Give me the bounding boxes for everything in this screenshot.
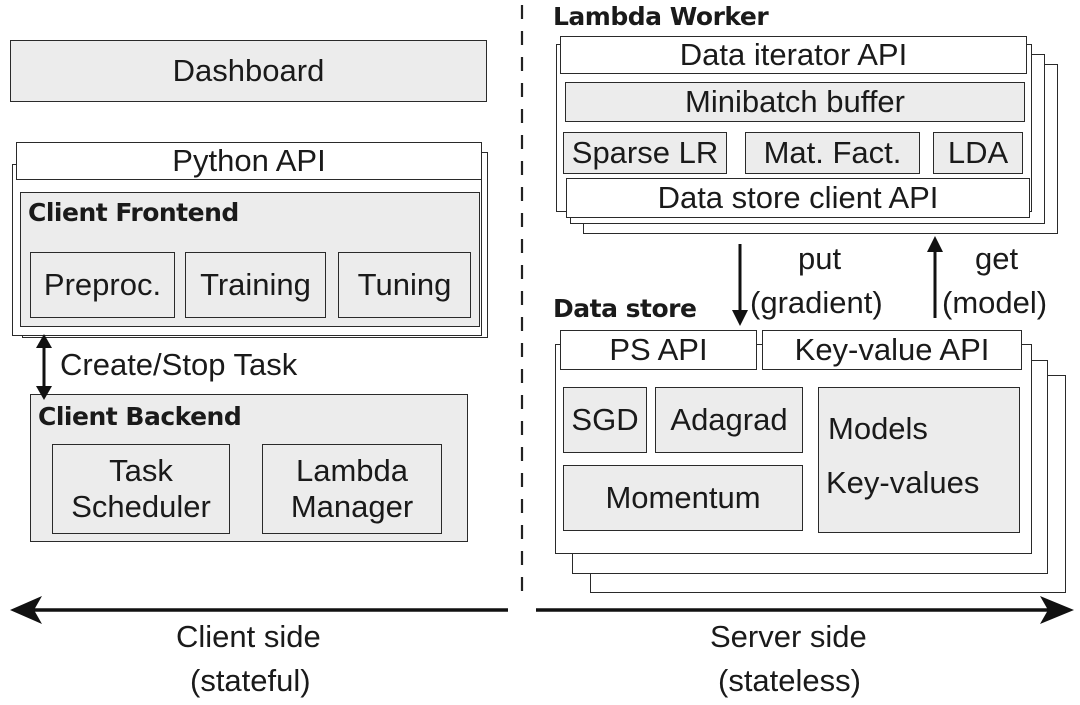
- models-label: Models: [828, 411, 928, 446]
- create-stop-arrowhead-down: [36, 386, 52, 400]
- lambda-manager-line2: Manager: [290, 489, 414, 524]
- get-label: get: [975, 241, 1019, 276]
- lambda-manager-module: Lambda Manager: [262, 444, 442, 534]
- server-side-arrowhead: [1040, 596, 1074, 624]
- minibatch-buffer-label: Minibatch buffer: [685, 84, 905, 120]
- preproc-module: Preproc.: [30, 252, 175, 318]
- put-arrowhead: [732, 310, 748, 326]
- mat-fact-module: Mat. Fact.: [745, 132, 920, 174]
- ps-api-box: PS API: [560, 330, 757, 370]
- client-backend-title: Client Backend: [38, 402, 242, 431]
- data-iterator-api-box: Data iterator API: [560, 36, 1027, 74]
- lda-label: LDA: [947, 135, 1009, 171]
- data-store-client-api-label: Data store client API: [657, 180, 939, 216]
- python-api-box: Python API: [16, 142, 482, 180]
- server-stateless-label: (stateless): [718, 663, 861, 698]
- server-side-label: Server side: [710, 619, 867, 654]
- momentum-label: Momentum: [605, 480, 761, 516]
- create-stop-task-label: Create/Stop Task: [60, 347, 298, 382]
- python-api-label: Python API: [172, 143, 326, 179]
- ps-api-label: PS API: [609, 332, 708, 368]
- models-keyvalues-box: [818, 387, 1020, 533]
- preproc-label: Preproc.: [43, 267, 162, 303]
- lda-module: LDA: [933, 132, 1023, 174]
- sparse-lr-module: Sparse LR: [563, 132, 727, 174]
- training-label: Training: [200, 267, 311, 303]
- sgd-module: SGD: [563, 387, 647, 453]
- training-module: Training: [185, 252, 326, 318]
- minibatch-buffer-box: Minibatch buffer: [565, 82, 1025, 122]
- key-values-label: Key-values: [826, 465, 980, 500]
- dashboard-box: Dashboard: [10, 40, 487, 102]
- tuning-label: Tuning: [357, 267, 452, 303]
- adagrad-module: Adagrad: [655, 387, 803, 453]
- lambda-manager-line1: Lambda: [295, 453, 409, 489]
- key-value-api-box: Key-value API: [762, 330, 1022, 370]
- client-frontend-title: Client Frontend: [28, 198, 239, 227]
- sgd-label: SGD: [571, 402, 639, 438]
- key-value-api-label: Key-value API: [794, 332, 990, 368]
- dashboard-label: Dashboard: [172, 53, 325, 89]
- task-scheduler-line1: Task: [109, 453, 173, 489]
- adagrad-label: Adagrad: [670, 402, 788, 438]
- task-scheduler-module: Task Scheduler: [52, 444, 230, 534]
- tuning-module: Tuning: [338, 252, 471, 318]
- create-stop-arrowhead-up: [36, 334, 52, 348]
- data-iterator-api-label: Data iterator API: [679, 37, 908, 73]
- put-label: put: [798, 241, 842, 276]
- get-model-label: (model): [942, 285, 1048, 320]
- client-stateful-label: (stateful): [190, 663, 311, 698]
- get-arrowhead: [927, 236, 943, 252]
- task-scheduler-line2: Scheduler: [71, 489, 211, 524]
- data-store-client-api-box: Data store client API: [566, 178, 1030, 218]
- client-side-arrowhead: [10, 596, 42, 624]
- lambda-worker-title: Lambda Worker: [553, 2, 769, 31]
- momentum-module: Momentum: [563, 465, 803, 531]
- client-side-label: Client side: [176, 619, 321, 654]
- put-gradient-label: (gradient): [750, 285, 883, 320]
- sparse-lr-label: Sparse LR: [571, 135, 719, 171]
- data-store-title: Data store: [553, 294, 697, 323]
- mat-fact-label: Mat. Fact.: [763, 135, 902, 171]
